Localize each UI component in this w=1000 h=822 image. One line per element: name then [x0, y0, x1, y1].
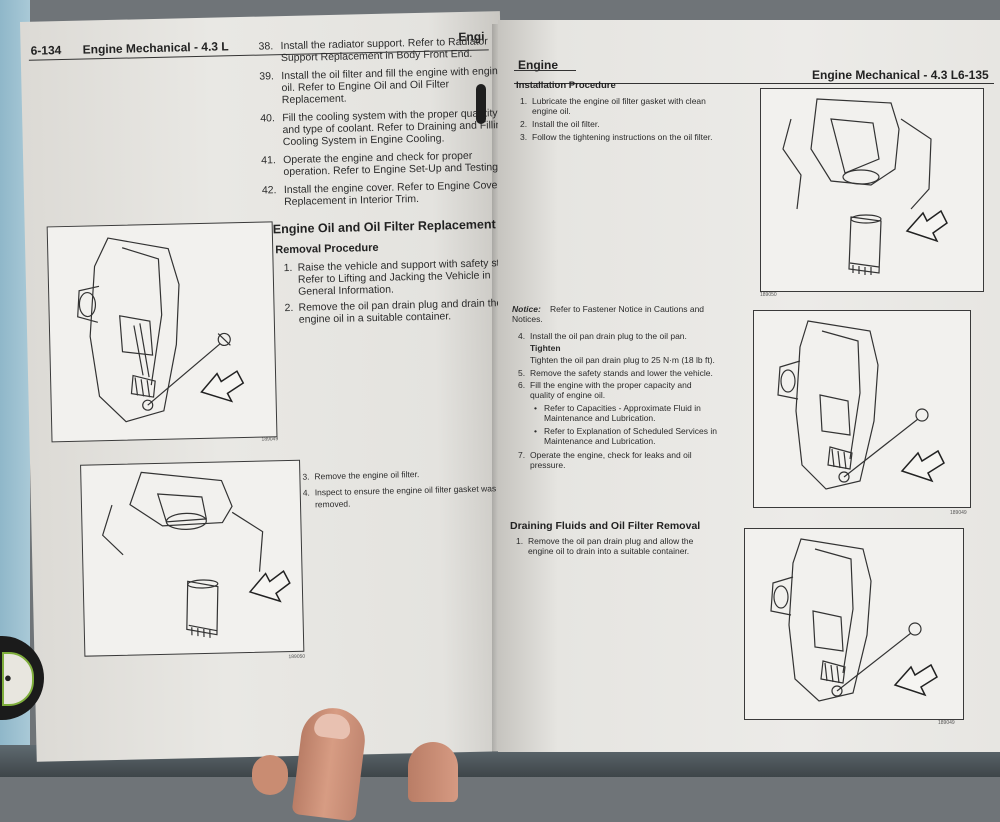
bullet-line: Maintenance and Lubrication.	[544, 436, 656, 446]
step-number: 40.	[260, 112, 275, 125]
step-line: quality of engine oil.	[530, 390, 606, 400]
step-line: pressure.	[530, 460, 566, 470]
bullet-line: Refer to Capacities - Approximate Fluid …	[544, 403, 701, 413]
finger	[252, 755, 288, 795]
step-line: Inspect to ensure the engine oil filter …	[314, 483, 497, 498]
step-line: Fill the engine with the proper capacity…	[530, 380, 692, 390]
installation-procedure-title: Installation Procedure	[516, 80, 616, 91]
figure-code: 189050	[288, 653, 306, 661]
step-line: Operate the engine, check for leaks and …	[530, 450, 692, 460]
step-number: 1.	[283, 261, 293, 275]
step-line: Remove the oil pan drain plug and allow …	[528, 536, 694, 546]
page-tab-marker	[476, 84, 486, 124]
step-line: Remove the engine oil filter.	[314, 469, 420, 482]
left-page-number: 6-134	[30, 43, 62, 58]
step-line: engine oil.	[532, 106, 571, 116]
step-line: Install the oil pan drain plug to the oi…	[530, 331, 687, 341]
bullet-line: Maintenance and Lubrication.	[544, 413, 656, 423]
removal-procedure-title: Removal Procedure	[275, 241, 379, 257]
oil-filter-install-figure	[760, 88, 984, 292]
bullet-line: Refer to Explanation of Scheduled Servic…	[544, 426, 717, 436]
figure-code: 189049	[938, 720, 955, 726]
step-number: 3.	[302, 471, 310, 482]
notice-line: Refer to Fastener Notice in Cautions and	[550, 304, 705, 314]
step-line: Install the oil filter.	[532, 119, 600, 129]
steps-top: 38. Install the radiator support. Refer …	[20, 11, 507, 208]
step-number: 4.	[302, 487, 310, 498]
draining-fluids-illustration	[770, 538, 938, 702]
step-line: Follow the tightening instructions on th…	[532, 132, 713, 142]
step-number: 41.	[261, 154, 276, 167]
step-number: 2.	[284, 301, 294, 315]
step-line: Replacement.	[281, 92, 347, 107]
tighten-label: Tighten	[530, 343, 561, 353]
step-number: 3.	[520, 132, 528, 142]
step-line: Lubricate the engine oil filter gasket w…	[532, 96, 706, 106]
step-line: General Information.	[298, 283, 395, 298]
drain-plug-install-illustration	[777, 320, 945, 490]
step-number: 5.	[518, 368, 526, 378]
step-line: engine oil to drain into a suitable cont…	[528, 546, 690, 556]
right-page: Engine Engine Mechanical - 4.3 L 6-135 I…	[498, 20, 1000, 752]
step-number: 39.	[259, 70, 275, 83]
right-page-title: Engine Mechanical - 4.3 L	[812, 68, 959, 82]
section-title: Engine Oil and Oil Filter Replacement	[272, 217, 496, 237]
tighten-text: Tighten the oil pan drain plug to 25 N·m…	[530, 355, 715, 365]
figure-code: 189049	[261, 436, 279, 443]
engine-drain-plug-illustration	[77, 237, 245, 423]
right-header-rule	[514, 83, 994, 84]
step-number: 7.	[518, 450, 526, 460]
step-number: 1.	[520, 96, 528, 106]
drain-plug-install-figure	[753, 310, 971, 508]
bullet-icon: •	[534, 403, 537, 413]
oil-filter-removal-figure	[80, 459, 305, 657]
oil-filter-install-illustration	[782, 98, 948, 275]
left-page-title: Engine Mechanical - 4.3 L	[82, 39, 229, 57]
step-number: 1.	[516, 536, 524, 546]
right-section-name: Engine	[518, 58, 559, 72]
right-page-number: 6-135	[958, 68, 989, 82]
step-number: 38.	[258, 40, 274, 53]
figure-code: 189049	[950, 510, 967, 516]
step-line: Cooling System in Engine Cooling.	[282, 132, 445, 149]
draining-fluids-figure	[744, 528, 964, 720]
step-line: Remove the safety stands and lower the v…	[530, 368, 713, 378]
bullet-icon: •	[534, 426, 537, 436]
step-number: 6.	[518, 380, 526, 390]
right-header-rule-left	[514, 70, 576, 71]
draining-section-title: Draining Fluids and Oil Filter Removal	[510, 520, 701, 532]
left-page: 6-134 Engine Mechanical - 4.3 L Engi 38.…	[20, 11, 517, 762]
step-number: 2.	[520, 119, 528, 129]
finger	[408, 742, 458, 802]
step-line: removed.	[314, 498, 351, 510]
step-line: oil. Refer to Engine Oil and Oil Filter	[281, 78, 450, 95]
emblem-glyph-icon: ●	[4, 670, 12, 685]
step-number: 42.	[261, 184, 277, 197]
notice-line: Notices.	[512, 314, 543, 324]
figure-code: 189050	[760, 292, 777, 298]
notice-label: Notice:	[512, 304, 541, 314]
thumb-nail	[313, 711, 352, 741]
oil-filter-removal-illustration	[101, 471, 291, 638]
step-line: Replacement in Interior Trim.	[284, 192, 420, 209]
step-line: engine oil in a suitable container.	[298, 310, 452, 326]
step-number: 4.	[518, 331, 526, 341]
drain-plug-figure	[46, 221, 278, 443]
